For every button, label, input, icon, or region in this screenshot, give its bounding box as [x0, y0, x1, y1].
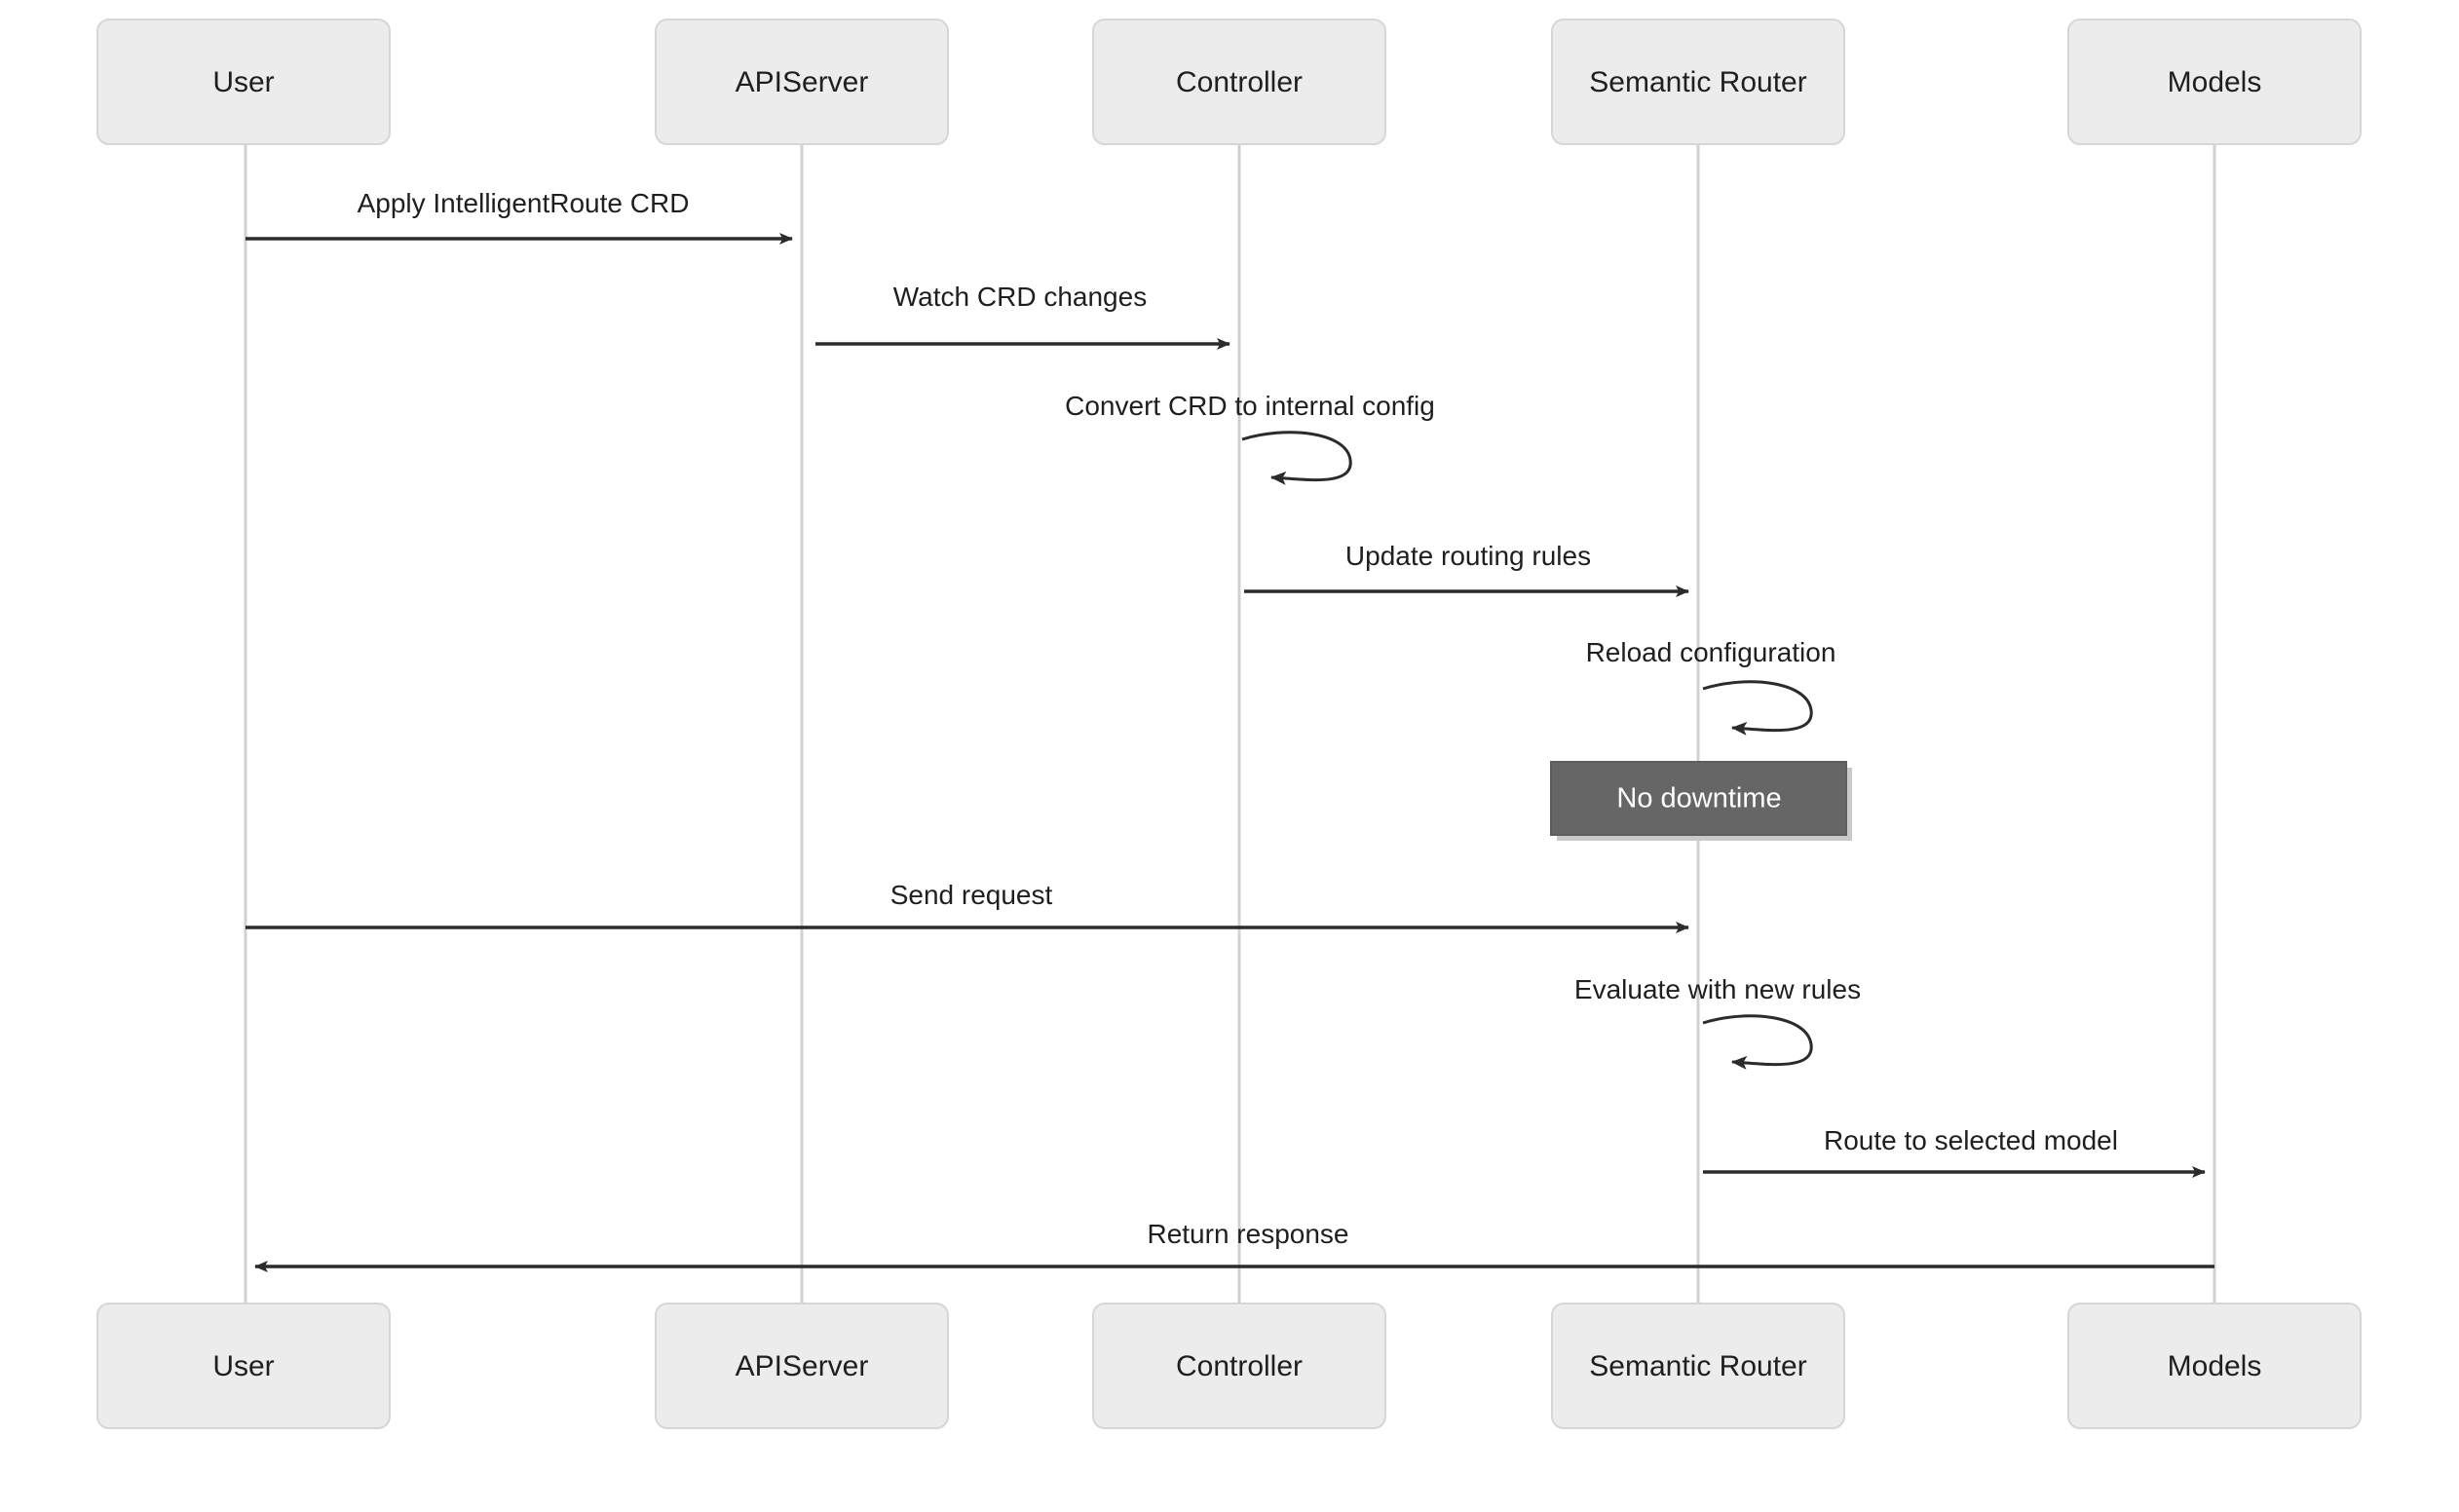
message-send-request[interactable]: Send request: [246, 880, 1689, 933]
actor-label-controller-bottom: Controller: [1176, 1350, 1303, 1382]
self-loop-arc-7[interactable]: [1702, 1014, 1813, 1070]
actors-top-group: User APIServer Controller Semantic Route…: [96, 19, 2362, 145]
actor-bottom-router[interactable]: Semantic Router: [1551, 1303, 1845, 1429]
message-convert-crd-to-internal-config[interactable]: Convert CRD to internal config: [1065, 391, 1435, 485]
actor-box-user-top[interactable]: [96, 19, 391, 145]
message-label-8: Route to selected model: [1824, 1125, 2118, 1155]
actor-bottom-apiserver[interactable]: APIServer: [655, 1303, 949, 1429]
actor-label-apiserver-bottom: APIServer: [736, 1350, 869, 1382]
actor-box-controller-bottom[interactable]: [1092, 1303, 1386, 1429]
actor-label-models-bottom: Models: [2168, 1350, 2262, 1382]
actor-top-user[interactable]: User: [96, 19, 391, 145]
note-no-downtime[interactable]: No downtime: [1550, 761, 1852, 841]
actor-bottom-user[interactable]: User: [96, 1303, 391, 1429]
message-return-response[interactable]: Return response: [254, 1219, 2214, 1272]
message-update-routing-rules[interactable]: Update routing rules: [1244, 541, 1689, 597]
actor-top-apiserver[interactable]: APIServer: [655, 19, 949, 145]
actor-box-user-bottom[interactable]: [96, 1303, 391, 1429]
message-label-2: Watch CRD changes: [893, 282, 1147, 312]
actor-box-models-top[interactable]: [2067, 19, 2362, 145]
actor-label-apiserver-top: APIServer: [736, 66, 869, 98]
actor-box-router-top[interactable]: [1551, 19, 1845, 145]
note-label-no-downtime: No downtime: [1616, 783, 1781, 814]
message-label-4: Update routing rules: [1345, 541, 1591, 571]
message-label-1: Apply IntelligentRoute CRD: [358, 188, 690, 218]
message-label-6: Send request: [890, 880, 1053, 910]
message-apply-intelligentroute-crd[interactable]: Apply IntelligentRoute CRD: [246, 188, 793, 245]
actor-top-models[interactable]: Models: [2067, 19, 2362, 145]
actors-bottom-group: User APIServer Controller Semantic Route…: [96, 1303, 2362, 1429]
actor-box-controller-top[interactable]: [1092, 19, 1386, 145]
actor-box-router-bottom[interactable]: [1551, 1303, 1845, 1429]
message-reload-configuration[interactable]: Reload configuration: [1586, 637, 1836, 736]
actor-label-router-bottom: Semantic Router: [1589, 1350, 1806, 1382]
actor-box-apiserver-bottom[interactable]: [655, 1303, 949, 1429]
self-loop-arc-5[interactable]: [1702, 680, 1813, 736]
actor-bottom-controller[interactable]: Controller: [1092, 1303, 1386, 1429]
actor-label-models-top: Models: [2168, 66, 2262, 98]
message-label-9: Return response: [1147, 1219, 1348, 1249]
actor-box-models-bottom[interactable]: [2067, 1303, 2362, 1429]
actor-label-user-top: User: [212, 66, 274, 98]
message-label-7: Evaluate with new rules: [1574, 974, 1861, 1004]
actor-top-router[interactable]: Semantic Router: [1551, 19, 1845, 145]
actor-label-controller-top: Controller: [1176, 66, 1303, 98]
lifelines-group: [244, 144, 2216, 1304]
actor-label-router-top: Semantic Router: [1589, 66, 1806, 98]
actor-top-controller[interactable]: Controller: [1092, 19, 1386, 145]
message-label-5: Reload configuration: [1586, 637, 1836, 667]
actor-bottom-models[interactable]: Models: [2067, 1303, 2362, 1429]
actor-box-apiserver-top[interactable]: [655, 19, 949, 145]
actor-label-user-bottom: User: [212, 1350, 274, 1382]
message-watch-crd-changes[interactable]: Watch CRD changes: [815, 282, 1230, 350]
note-box-no-downtime[interactable]: [1550, 761, 1847, 836]
message-label-3: Convert CRD to internal config: [1065, 391, 1435, 421]
self-loop-arc-3[interactable]: [1241, 431, 1352, 485]
message-evaluate-with-new-rules[interactable]: Evaluate with new rules: [1574, 974, 1861, 1070]
message-route-to-selected-model[interactable]: Route to selected model: [1703, 1125, 2206, 1178]
